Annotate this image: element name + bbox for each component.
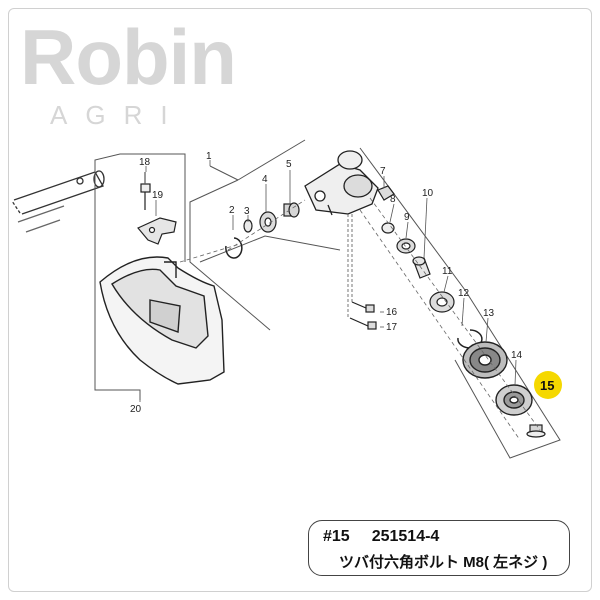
logo-subtitle: AGRI [50, 100, 186, 130]
part-18-bolt [140, 172, 151, 210]
label-part-19: 19 [152, 190, 164, 201]
grass-guard [99, 256, 225, 385]
part-15-flange-bolt [526, 424, 546, 438]
label-part-16: 16 [386, 307, 398, 318]
part-16-bolt [351, 301, 375, 313]
gear-case [304, 150, 379, 216]
highlight-badge-15 [534, 371, 562, 399]
label-part-17: 17 [386, 322, 398, 333]
part-7-plug [377, 185, 395, 201]
label-part-2: 2 [229, 205, 235, 216]
callout-header: #15 251514-4 [323, 528, 439, 546]
label-part-20: 20 [130, 404, 142, 415]
part-4-bearing [259, 211, 277, 233]
label-part-9: 9 [404, 212, 410, 223]
label-part-13: 13 [483, 308, 495, 319]
part-2-circlip [225, 237, 243, 259]
page-frame [8, 8, 592, 592]
logo-wordmark: Robin [20, 13, 237, 101]
alignment-lines [179, 197, 541, 441]
label-part-7: 7 [380, 166, 386, 177]
label-part-4: 4 [262, 174, 268, 185]
leader-lines [139, 160, 517, 402]
part-9-bearing [396, 238, 416, 254]
drive-shaft [11, 170, 105, 233]
label-part-1: 1 [206, 151, 212, 162]
part-labels: 1 2 3 4 5 7 8 9 10 11 12 13 14 15 16 17 … [130, 151, 554, 415]
callout-tag: #15 [323, 528, 350, 545]
gear-head-box [189, 139, 561, 459]
part-11-holder [429, 291, 455, 313]
part-17-bolt [349, 317, 377, 330]
part-5-shaft-gear [283, 202, 300, 218]
callout-description: ツバ付六角ボルト M8( 左ネジ ) [339, 554, 548, 571]
label-part-18: 18 [139, 157, 151, 168]
part-19-bracket [137, 217, 177, 245]
label-part-10: 10 [422, 188, 434, 199]
label-part-12: 12 [458, 288, 470, 299]
part-13-holder-plate [462, 341, 508, 379]
label-part-11: 11 [442, 266, 453, 277]
label-part-14: 14 [511, 350, 523, 361]
callout-part-number: 251514-4 [371, 528, 440, 545]
label-part-8: 8 [390, 194, 396, 205]
part-info-callout: #15 251514-4 ツバ付六角ボルト M8( 左ネジ ) [308, 520, 570, 576]
label-part-5: 5 [286, 159, 292, 170]
label-part-15: 15 [540, 378, 554, 393]
part-14-outer-washer [495, 384, 533, 416]
label-part-3: 3 [244, 206, 250, 217]
